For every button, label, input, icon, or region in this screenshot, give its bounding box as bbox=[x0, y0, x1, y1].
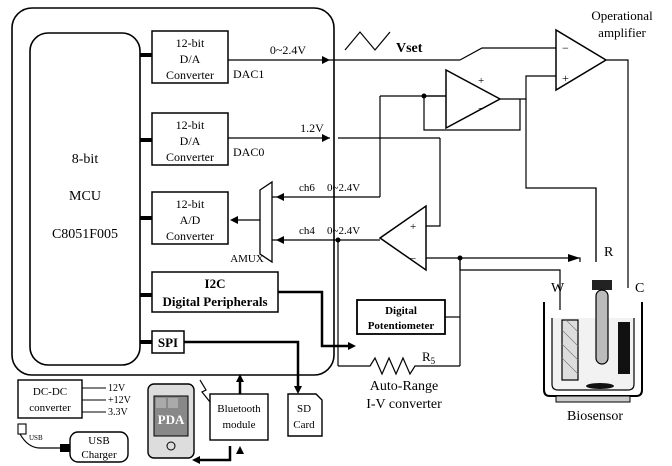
electrode-w-label: W bbox=[551, 281, 565, 296]
mcu-bus-lines bbox=[140, 53, 152, 344]
pda-label: PDA bbox=[158, 412, 185, 427]
follower-plus: + bbox=[478, 75, 484, 87]
dac1-l3: Converter bbox=[166, 68, 214, 82]
dac1-range: 0~2.4V bbox=[270, 43, 306, 57]
amux-label: AMUX bbox=[230, 253, 264, 265]
triangle-wave-icon bbox=[344, 31, 391, 51]
adc-l2: A/D bbox=[180, 213, 201, 227]
ch4-label: ch4 bbox=[299, 225, 315, 237]
opamp-title-l1: Operational bbox=[591, 8, 653, 23]
electrode-c-label: C bbox=[635, 281, 644, 296]
amux-symbol bbox=[259, 180, 273, 264]
dac1-block bbox=[151, 30, 229, 84]
counter-electrode bbox=[618, 322, 630, 374]
ch6-range: 0~2.4V bbox=[327, 182, 360, 194]
autorange-l2: I-V converter bbox=[366, 397, 442, 412]
spi-label: SPI bbox=[158, 335, 178, 350]
dac0-range: 1.2V bbox=[300, 121, 324, 135]
dac1-port: DAC1 bbox=[233, 67, 264, 81]
usb-charger-l1: USB bbox=[88, 435, 109, 447]
vset-label: Vset bbox=[396, 41, 423, 56]
ch6-label: ch6 bbox=[299, 182, 315, 194]
sd-l1: SD bbox=[297, 403, 311, 415]
dac0-port: DAC0 bbox=[233, 145, 264, 159]
i2c-l1: I2C bbox=[205, 276, 226, 291]
transimpedance-amplifier bbox=[378, 204, 427, 272]
biosensor-cell bbox=[543, 280, 643, 403]
operational-amplifier bbox=[555, 28, 608, 92]
opamp-plus: + bbox=[562, 71, 569, 85]
dac1-l2: D/A bbox=[180, 52, 201, 66]
tia-minus: − bbox=[410, 253, 416, 265]
adc-l1: 12-bit bbox=[176, 197, 205, 211]
usb-cable bbox=[19, 433, 60, 449]
sd-l2: Card bbox=[293, 419, 315, 431]
mcu-line3: C8051F005 bbox=[52, 227, 118, 242]
usb-port-label: USB bbox=[29, 434, 43, 442]
usb-charger-l2: Charger bbox=[81, 449, 117, 461]
usb-plug-icon bbox=[17, 423, 27, 435]
pda-device-icon bbox=[147, 383, 195, 459]
bluetooth-module bbox=[209, 393, 269, 441]
follower-minus: − bbox=[478, 103, 484, 115]
digipot-l2: Potentiometer bbox=[368, 320, 435, 332]
mcu-core-block bbox=[29, 32, 141, 366]
opamp-title-l2: amplifier bbox=[598, 25, 646, 40]
biosensor-label: Biosensor bbox=[567, 409, 623, 424]
voltage-follower bbox=[445, 68, 502, 130]
tia-plus: + bbox=[410, 221, 416, 233]
ch4-range: 0~2.4V bbox=[327, 225, 360, 237]
adc-block bbox=[151, 191, 229, 245]
feedback-resistor bbox=[338, 356, 460, 376]
dac1-l1: 12-bit bbox=[176, 36, 205, 50]
power-l1: DC-DC bbox=[33, 386, 67, 398]
bluetooth-l2: module bbox=[223, 419, 256, 431]
power-l2: converter bbox=[29, 402, 71, 414]
wireless-signal-icon bbox=[199, 379, 211, 403]
power-v3: 3.3V bbox=[108, 407, 129, 418]
dac0-l2: D/A bbox=[180, 134, 201, 148]
reference-electrode bbox=[595, 289, 609, 365]
mcu-board bbox=[11, 7, 335, 376]
mcu-line1: 8-bit bbox=[72, 152, 99, 167]
digipot-l1: Digital bbox=[385, 305, 417, 317]
working-electrode bbox=[561, 319, 579, 381]
dac0-l3: Converter bbox=[166, 150, 214, 164]
autorange-l1: Auto-Range bbox=[370, 379, 438, 394]
bluetooth-l1: Bluetooth bbox=[217, 403, 261, 415]
mcu-line2: MCU bbox=[69, 189, 101, 204]
adc-l3: Converter bbox=[166, 229, 214, 243]
power-v1: 12V bbox=[108, 383, 126, 394]
resistor-label: R5 bbox=[422, 349, 436, 366]
i2c-l2: Digital Peripherals bbox=[162, 294, 267, 309]
dac0-l1: 12-bit bbox=[176, 118, 205, 132]
dc-dc-converter bbox=[17, 379, 83, 419]
power-v2: +12V bbox=[108, 395, 132, 406]
opamp-minus: − bbox=[562, 41, 569, 55]
sd-card bbox=[287, 393, 323, 437]
dac0-block bbox=[151, 112, 229, 166]
electrode-r-label: R bbox=[604, 245, 614, 260]
reference-electrode-cap bbox=[592, 280, 612, 290]
